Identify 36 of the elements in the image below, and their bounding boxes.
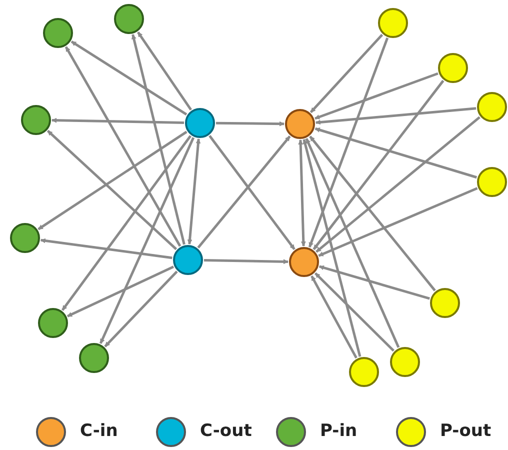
arrow bbox=[309, 136, 436, 292]
arrow bbox=[318, 187, 478, 257]
arrow bbox=[312, 80, 444, 250]
arrow bbox=[204, 259, 288, 264]
arrow bbox=[46, 130, 178, 250]
arrow bbox=[216, 121, 284, 126]
arrow bbox=[70, 40, 188, 116]
arrow bbox=[64, 46, 182, 247]
arrow bbox=[310, 34, 384, 114]
legend-label: C-in bbox=[80, 420, 119, 444]
arrow bbox=[99, 137, 195, 344]
arrow bbox=[314, 72, 438, 120]
arrow bbox=[315, 107, 476, 125]
arrow bbox=[298, 140, 306, 246]
arrow bbox=[40, 238, 172, 260]
arrow bbox=[316, 116, 480, 253]
arrow bbox=[314, 272, 395, 352]
arrow bbox=[197, 136, 291, 248]
arrow bbox=[305, 138, 400, 348]
arrow bbox=[61, 135, 192, 311]
legend-label: P-out bbox=[440, 420, 492, 444]
legend-label: P-in bbox=[320, 420, 358, 444]
arrow bbox=[52, 118, 184, 124]
arrow bbox=[318, 265, 430, 300]
arrow bbox=[208, 135, 296, 250]
arrow bbox=[310, 275, 358, 359]
legend-label: C-out bbox=[200, 420, 253, 444]
arrow bbox=[131, 34, 186, 245]
arrow bbox=[66, 266, 174, 318]
arrow bbox=[308, 38, 389, 248]
arrow bbox=[187, 138, 201, 245]
arrow bbox=[136, 32, 192, 110]
arrow bbox=[104, 270, 178, 348]
arrow bbox=[302, 139, 362, 357]
arrow bbox=[38, 130, 188, 230]
arrow bbox=[314, 127, 478, 179]
